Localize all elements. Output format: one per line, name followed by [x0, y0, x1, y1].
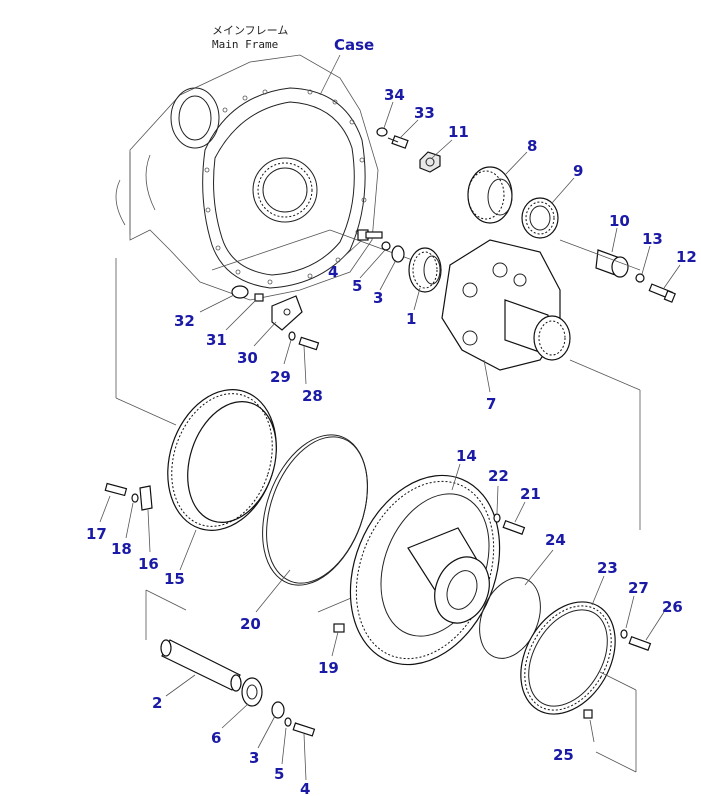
part-16-lock — [139, 485, 153, 511]
callout-11: 11 — [448, 123, 469, 141]
part-26-bolt — [628, 635, 652, 651]
part-1-gear — [408, 247, 442, 293]
frame-bolt-holes — [204, 89, 367, 285]
part-15-ring-gear — [167, 389, 277, 531]
part-29-washer — [288, 331, 296, 341]
case-label: Case — [334, 36, 374, 54]
part-13-washer — [635, 273, 645, 283]
part-24-oring — [479, 577, 541, 659]
callout-2: 2 — [152, 694, 162, 712]
callout-17: 17 — [86, 525, 107, 543]
part-6-bearing — [241, 677, 263, 707]
callout-5a: 5 — [352, 277, 362, 295]
callout-25: 25 — [553, 746, 574, 764]
callout-8: 8 — [527, 137, 537, 155]
callout-30: 30 — [237, 349, 258, 367]
callouts: 34 33 11 8 9 10 13 12 4 5 3 1 7 32 31 30… — [86, 86, 697, 796]
callout-14: 14 — [456, 447, 477, 465]
part-5a-washer — [381, 241, 391, 251]
part-17-bolt — [104, 482, 128, 497]
callout-21: 21 — [520, 485, 541, 503]
callout-12: 12 — [676, 248, 697, 266]
leader-lines — [99, 101, 681, 781]
part-32-oring — [231, 285, 249, 299]
part-3a-plate — [391, 245, 405, 263]
callout-24: 24 — [545, 531, 566, 549]
part-30-cover — [271, 295, 303, 331]
callout-22: 22 — [488, 467, 509, 485]
part-5b-washer — [284, 717, 292, 727]
callout-29: 29 — [270, 368, 291, 386]
part-28-bolt — [298, 336, 320, 351]
callout-26: 26 — [662, 598, 683, 616]
part-34-washer — [376, 127, 388, 137]
callout-19: 19 — [318, 659, 339, 677]
callout-18: 18 — [111, 540, 132, 558]
callout-3a: 3 — [373, 289, 383, 307]
callout-31: 31 — [206, 331, 227, 349]
part-23-cover — [520, 601, 616, 715]
callout-33: 33 — [414, 104, 435, 122]
case-leader — [319, 54, 341, 96]
part-31-plug — [254, 293, 264, 302]
callout-7: 7 — [486, 395, 496, 413]
callout-28: 28 — [302, 387, 323, 405]
callout-10: 10 — [609, 212, 630, 230]
part-8-gear — [467, 166, 513, 224]
part-33-bolt — [387, 135, 409, 149]
main-frame-case — [115, 54, 441, 301]
part-19-plug — [333, 623, 345, 633]
part-7-carrier — [441, 239, 571, 371]
callout-23: 23 — [597, 559, 618, 577]
part-22-washer — [493, 513, 501, 523]
part-2-shaft — [160, 639, 242, 692]
callout-32: 32 — [174, 312, 195, 330]
callout-20: 20 — [240, 615, 261, 633]
part-3b-plate — [271, 701, 285, 719]
callout-34: 34 — [384, 86, 405, 104]
callout-27: 27 — [628, 579, 649, 597]
callout-13: 13 — [642, 230, 663, 248]
part-27-washer — [620, 629, 628, 639]
callout-4a: 4 — [328, 263, 338, 281]
part-4b-bolt — [292, 722, 316, 737]
part-12-bolt — [648, 283, 676, 303]
frame-label-en: Main Frame — [212, 38, 278, 51]
callout-6: 6 — [211, 729, 221, 747]
callout-16: 16 — [138, 555, 159, 573]
part-14-hub — [349, 474, 501, 666]
part-18-washer — [131, 493, 139, 503]
part-20-oring — [262, 434, 368, 586]
callout-5b: 5 — [274, 765, 284, 783]
callout-1: 1 — [406, 310, 416, 328]
part-25-plug — [583, 709, 593, 719]
part-9-bearing — [521, 197, 559, 239]
callout-9: 9 — [573, 162, 583, 180]
callout-4b: 4 — [300, 780, 310, 796]
callout-3b: 3 — [249, 749, 259, 767]
frame-label-jp: メインフレーム — [212, 24, 288, 37]
part-10-shaft-pin — [595, 249, 629, 278]
part-4a-bolt — [357, 229, 383, 241]
part-21-bolt — [502, 519, 526, 535]
part-11-nut — [419, 151, 441, 173]
callout-15: 15 — [164, 570, 185, 588]
